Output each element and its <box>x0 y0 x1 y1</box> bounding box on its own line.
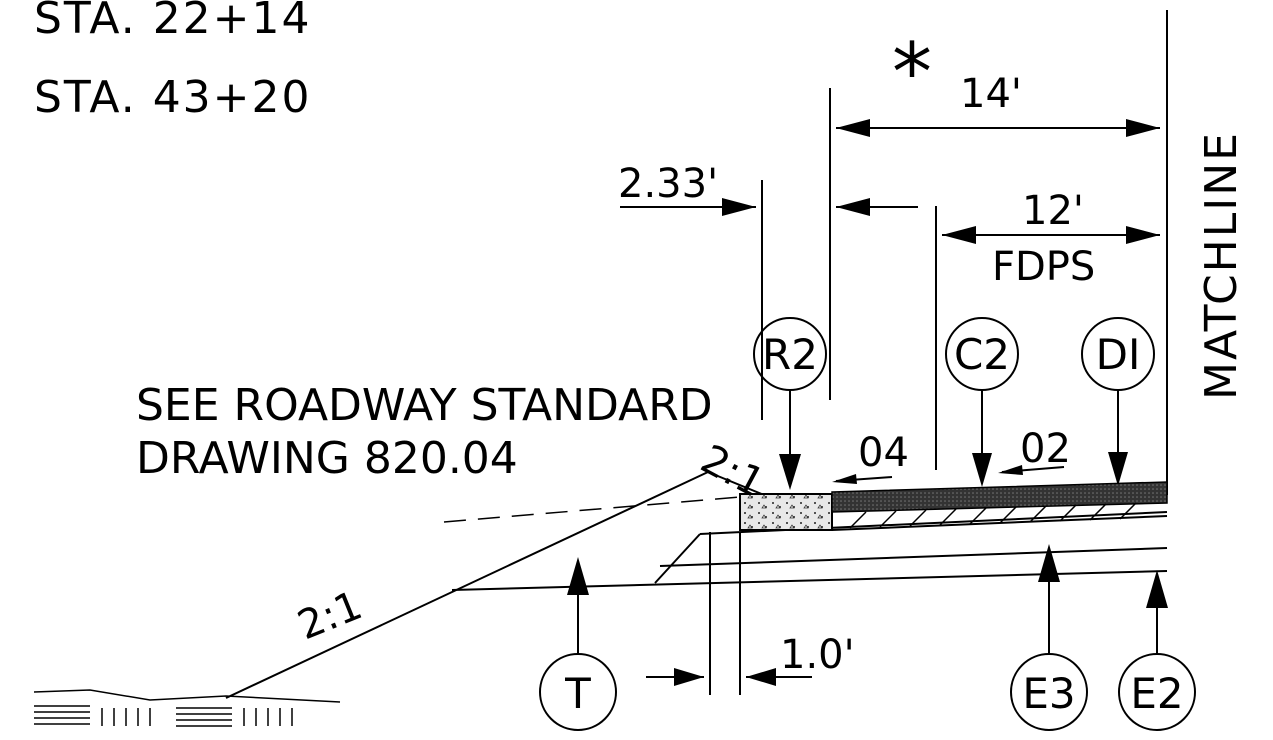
callout-d1: DI <box>1096 330 1141 379</box>
arrow-d1 <box>1108 452 1128 486</box>
fill-slope-line <box>225 471 709 699</box>
asphalt-surface <box>831 481 1168 513</box>
arrow-c2 <box>972 453 992 487</box>
callout-t: T <box>564 669 591 718</box>
note-line-2: DRAWING 820.04 <box>136 433 518 484</box>
cross-slope-left: 04 <box>858 430 909 476</box>
arrow-r2 <box>779 454 801 490</box>
callout-e3: E3 <box>1022 669 1075 718</box>
callout-e2: E2 <box>1130 669 1183 718</box>
arrow-t <box>567 557 589 595</box>
base-left-edge <box>654 533 701 584</box>
asterisk-note: * <box>892 26 932 119</box>
slope-lower: 2:1 <box>292 583 369 650</box>
callout-c2: C2 <box>954 330 1010 379</box>
subgrade-line <box>451 570 1168 591</box>
dim-curb-width: 2.33' <box>618 161 718 207</box>
offset-arrows <box>674 668 776 686</box>
dim-paved-label: FDPS <box>992 244 1095 290</box>
matchline-label: MATCHLINE <box>1196 131 1247 400</box>
dim-arrows-14 <box>836 119 1160 137</box>
note-line-1: SEE ROADWAY STANDARD <box>136 380 713 431</box>
pavement-bottom-line <box>831 515 1168 531</box>
dim-paved-width: 12' <box>1022 188 1084 234</box>
station-label-2: STA. 43+20 <box>34 72 312 123</box>
dashed-subgrade-line <box>443 496 741 523</box>
shoulder-slope-line <box>707 471 765 496</box>
slope-arrowhead-left <box>832 474 857 484</box>
arrow-e2 <box>1146 570 1168 608</box>
dim-total-width: 14' <box>960 71 1022 117</box>
station-label-1: STA. 22+14 <box>34 0 312 44</box>
arrow-e3 <box>1038 544 1060 582</box>
dim-arrows-233 <box>722 198 870 216</box>
cross-slope-right: 02 <box>1020 426 1071 472</box>
natural-ground-symbol <box>33 689 341 727</box>
pavement-hatching <box>849 502 1137 529</box>
curb-block <box>739 493 833 531</box>
slope-arrowhead-right <box>998 465 1023 475</box>
dim-offset: 1.0' <box>780 632 855 678</box>
base-bottom-line <box>659 547 1168 567</box>
callout-r2: R2 <box>762 330 818 379</box>
